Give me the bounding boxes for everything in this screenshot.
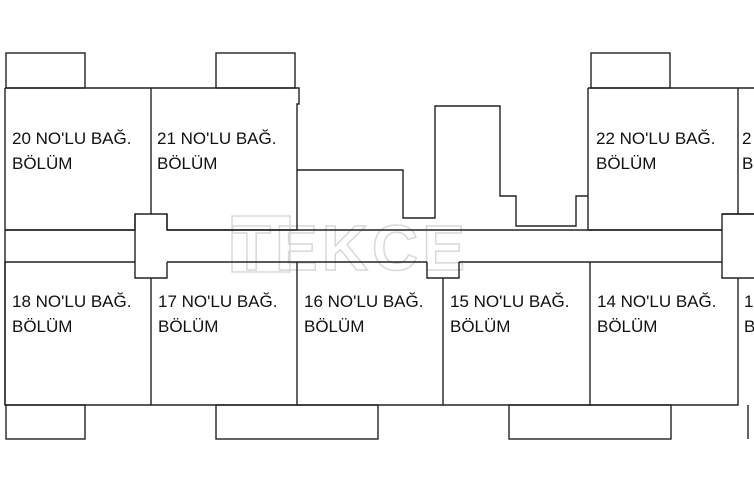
unit-16-label-line2: BÖLÜM xyxy=(304,317,364,336)
unit-16-label-line1: 16 NO'LU BAĞ. xyxy=(304,292,423,311)
unit-15-label-line1: 15 NO'LU BAĞ. xyxy=(450,292,569,311)
unit-23-walls xyxy=(738,87,754,215)
unit-14-label-line1: 14 NO'LU BAĞ. xyxy=(597,292,716,311)
unit-21-label-line2: BÖLÜM xyxy=(157,154,217,173)
unit-23-label-line1: 2 xyxy=(742,129,751,148)
balcony-bottom-1 xyxy=(5,404,86,440)
unit-18-label-line1: 18 NO'LU BAĞ. xyxy=(12,292,131,311)
unit-18-label-line2: BÖLÜM xyxy=(12,317,72,336)
unit-14-label-line2: BÖLÜM xyxy=(597,317,657,336)
unit-22-label-line1: 22 NO'LU BAĞ. xyxy=(596,129,715,148)
center-core-walls xyxy=(297,105,588,227)
unit-13-label-line2: B xyxy=(744,317,754,336)
unit-22-label-line2: BÖLÜM xyxy=(596,154,656,173)
unit-20-label-line2: BÖLÜM xyxy=(12,154,72,173)
unit-21-label-line1: 21 NO'LU BAĞ. xyxy=(157,129,276,148)
watermark-logo: TEKCE xyxy=(232,212,469,284)
balcony-top-3 xyxy=(590,52,671,89)
unit-20-label-line1: 20 NO'LU BAĞ. xyxy=(12,129,131,148)
unit-23-label-line2: B xyxy=(742,154,753,173)
column-node-1 xyxy=(134,214,168,279)
balcony-top-1 xyxy=(5,52,86,89)
unit-17-label-line1: 17 NO'LU BAĞ. xyxy=(158,292,277,311)
balcony-bottom-3 xyxy=(508,404,672,440)
unit-15-label-line2: BÖLÜM xyxy=(450,317,510,336)
unit-13-label-line1: 1 xyxy=(744,292,753,311)
balcony-bottom-2 xyxy=(215,404,379,440)
column-node-3 xyxy=(721,213,754,279)
unit-17-label-line2: BÖLÜM xyxy=(158,317,218,336)
watermark-mark xyxy=(231,215,291,273)
balcony-top-2 xyxy=(215,52,296,89)
